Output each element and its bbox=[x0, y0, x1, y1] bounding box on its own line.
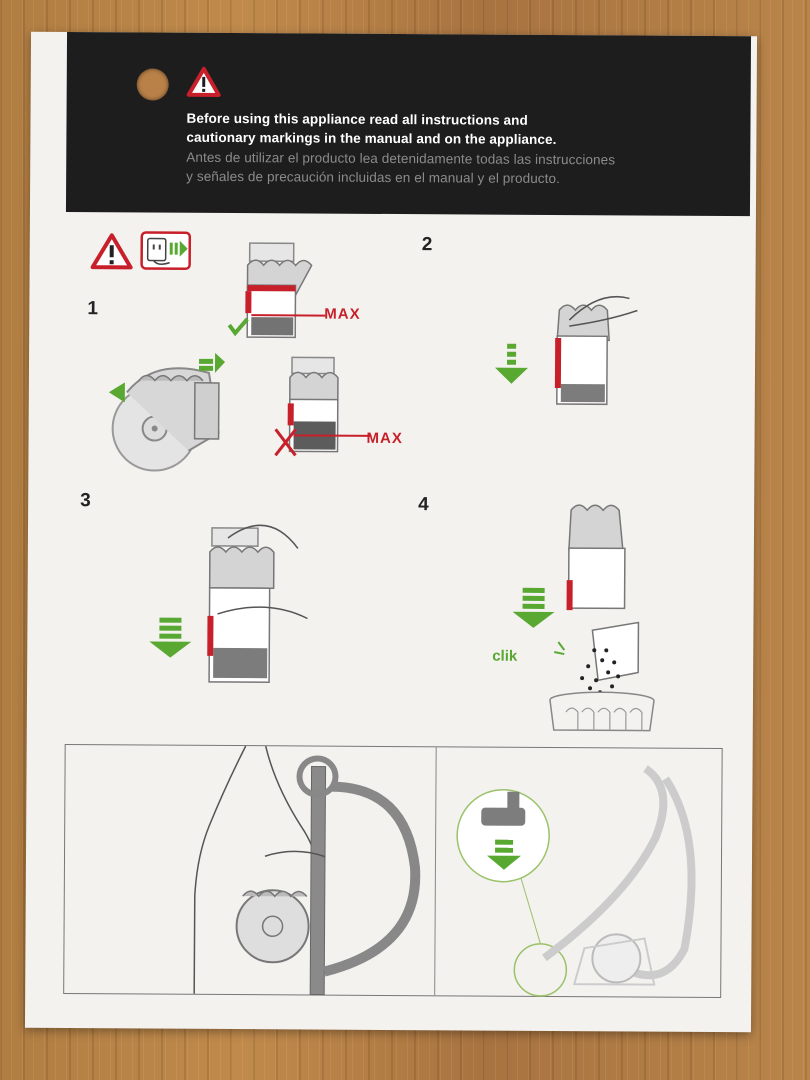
clik-label: clik bbox=[492, 648, 517, 665]
stored-vacuum-illustration bbox=[444, 747, 716, 997]
step-4-number: 4 bbox=[418, 494, 429, 516]
warning-text-en-line1: Before using this appliance read all ins… bbox=[186, 111, 527, 128]
unplug-icon bbox=[140, 230, 192, 270]
warning-text-es-line1: Antes de utilizar el producto lea deteni… bbox=[186, 150, 615, 168]
instruction-card: Before using this appliance read all ins… bbox=[25, 32, 757, 1032]
caution-triangle-icon bbox=[90, 232, 134, 270]
rotate-arrow-left bbox=[109, 382, 125, 402]
max-label-overfilled: MAX bbox=[367, 430, 403, 447]
step-2-release-bin-illustration bbox=[499, 280, 640, 411]
warning-text-en-line2: cautionary markings in the manual and on… bbox=[186, 130, 556, 147]
step-2-number: 2 bbox=[422, 234, 433, 256]
panel-divider bbox=[434, 747, 437, 995]
step-3-number: 3 bbox=[80, 490, 91, 512]
step-3-remove-bin-illustration bbox=[147, 518, 308, 689]
warning-triangle-icon bbox=[187, 67, 221, 97]
max-label-correct: MAX bbox=[324, 306, 360, 323]
warning-header: Before using this appliance read all ins… bbox=[66, 32, 751, 216]
storage-instructions-panel bbox=[63, 744, 723, 998]
carry-vacuum-illustration bbox=[124, 745, 426, 995]
step-1-number: 1 bbox=[87, 298, 98, 320]
warning-text-es-line2: y señales de precaución incluidas en el … bbox=[186, 169, 560, 186]
bin-overfilled-illustration bbox=[273, 351, 394, 472]
step-4-empty-bin-illustration bbox=[482, 490, 673, 731]
vacuum-body-illustration bbox=[98, 352, 249, 473]
hang-hole bbox=[137, 68, 169, 100]
